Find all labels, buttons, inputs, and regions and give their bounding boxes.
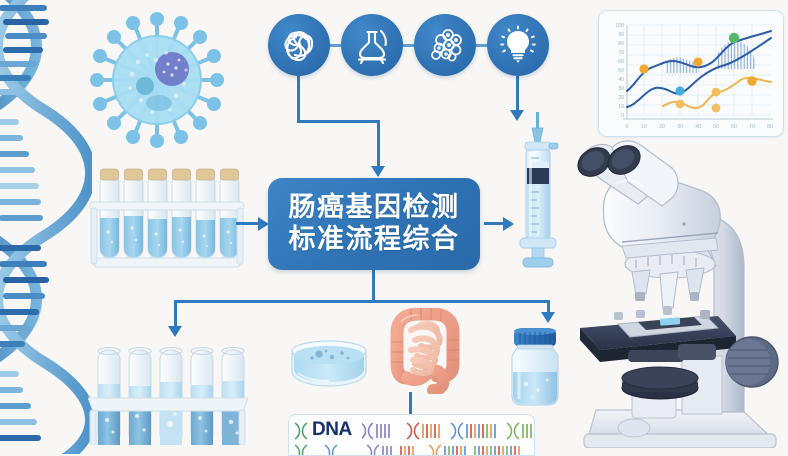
orange-marker-2 [693, 57, 703, 67]
connector-intestine-to-dna [409, 392, 412, 414]
dna-double-helix [0, 0, 92, 454]
connector-branch-left [174, 300, 177, 328]
arrow-to-tube-rack-bottom [168, 326, 182, 337]
svg-text:60: 60 [618, 59, 624, 65]
blue-marker [675, 86, 685, 96]
svg-text:10: 10 [618, 104, 624, 110]
arrow-into-syringe [510, 110, 524, 121]
petri-dish [291, 340, 367, 387]
svg-text:50: 50 [713, 124, 719, 130]
light-orange-marker-2 [711, 87, 721, 97]
dna-label: DNA [312, 419, 352, 440]
orange-marker-1 [639, 64, 649, 74]
connector-spiral-down [297, 76, 300, 122]
svg-text:100: 100 [615, 23, 624, 29]
flask-icon [357, 29, 387, 65]
orange-marker-3 [747, 76, 757, 86]
icon-badge-cells[interactable] [414, 14, 476, 76]
svg-text:40: 40 [618, 77, 624, 83]
arrow-node-to-syringe [503, 217, 514, 231]
virus-cell [90, 12, 224, 148]
svg-text:90: 90 [618, 32, 624, 38]
svg-text:30: 30 [618, 86, 624, 92]
svg-text:40: 40 [695, 124, 701, 130]
connector-node-down [372, 270, 375, 303]
connector-spiral-right [297, 120, 379, 123]
connector-badge-2-3 [403, 44, 414, 47]
syringe [519, 112, 559, 268]
central-node-line-2: 标准流程综合 [288, 224, 460, 254]
connector-rack-to-node [236, 222, 262, 225]
central-node-line-1: 肠癌基因检测 [288, 192, 460, 223]
svg-text:10: 10 [641, 124, 647, 130]
connector-badge-3-4 [476, 44, 487, 47]
light-orange-marker-1 [675, 99, 685, 109]
arrow-into-node [371, 166, 385, 177]
reagent-bottle [511, 328, 559, 406]
connector-bulb-down [516, 76, 519, 112]
arrow-to-reagent-bottle [541, 312, 555, 323]
svg-text:70: 70 [749, 124, 755, 130]
connector-branch-right [547, 300, 550, 314]
test-tube-rack-six [89, 168, 245, 268]
connector-node-to-syringe [484, 222, 506, 225]
icon-badge-lightbulb[interactable] [487, 14, 549, 76]
connector-into-node-vertical [377, 120, 380, 168]
dna-label-backdrop [308, 416, 362, 440]
central-process-node[interactable]: 肠癌基因检测 标准流程综合 [268, 178, 480, 270]
icon-badge-flask[interactable] [341, 14, 403, 76]
svg-text:30: 30 [677, 124, 683, 130]
svg-text:0: 0 [626, 124, 629, 130]
connector-badge-1-2 [330, 44, 341, 47]
svg-text:80: 80 [767, 124, 773, 130]
svg-text:0: 0 [621, 113, 624, 119]
svg-text:50: 50 [618, 68, 624, 74]
svg-text:80: 80 [618, 41, 624, 47]
microscope [577, 140, 779, 448]
spiral-icon [284, 31, 314, 62]
connector-bottom-bus [174, 300, 550, 303]
svg-text:20: 20 [618, 95, 624, 101]
svg-text:60: 60 [731, 124, 737, 130]
intestine-colon [390, 308, 460, 394]
lightbulb-icon [500, 25, 536, 63]
arrow-rack-to-node [258, 217, 269, 231]
svg-text:70: 70 [618, 50, 624, 56]
icon-badge-spiral[interactable] [268, 14, 330, 76]
green-marker [728, 32, 740, 44]
cells-icon [431, 29, 462, 62]
test-tube-rack-five [88, 347, 248, 445]
light-orange-marker-3 [711, 103, 721, 113]
svg-text:20: 20 [659, 124, 665, 130]
